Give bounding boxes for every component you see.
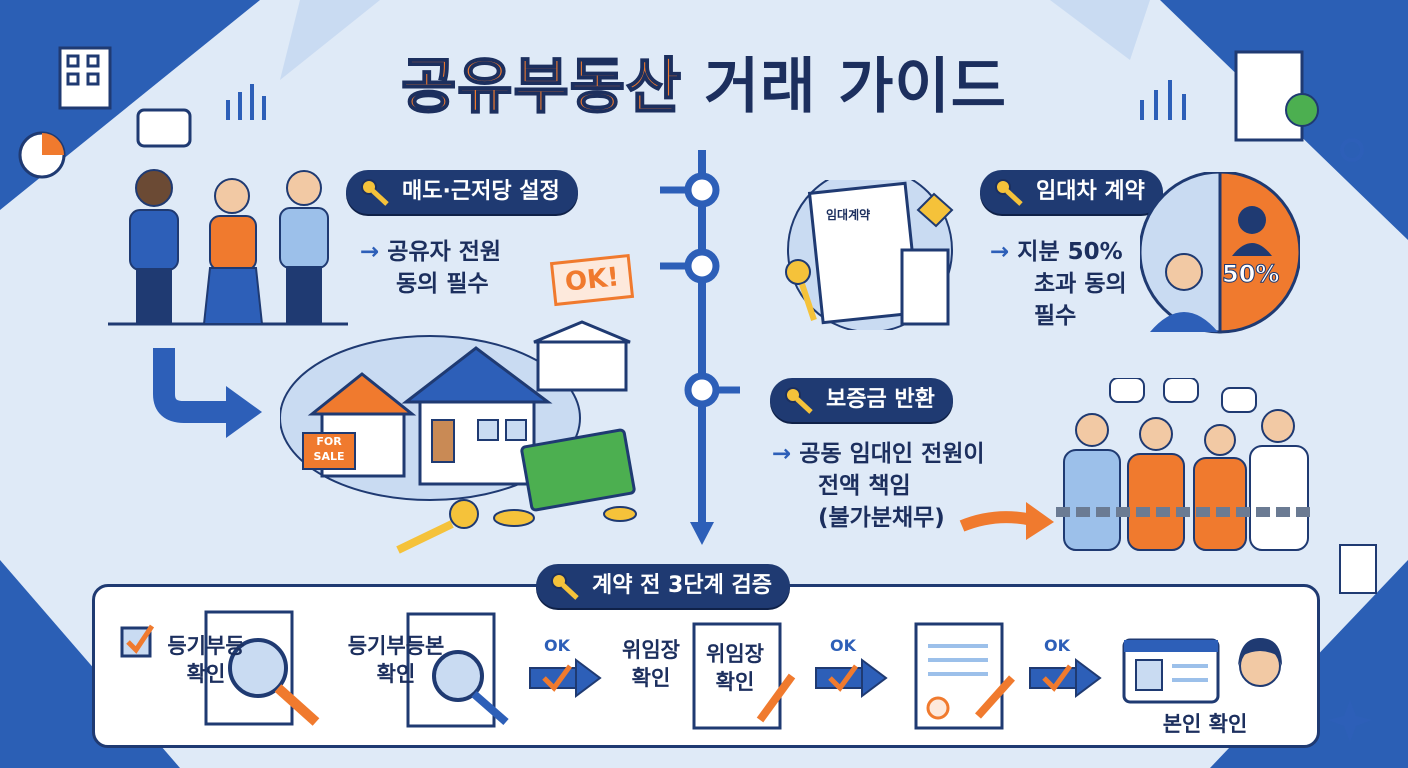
key-icon: [995, 179, 1023, 206]
lease-pill: 임대차 계약: [980, 170, 1163, 214]
sale-line2: 동의 필수: [396, 271, 489, 297]
deposit-line1: 공동 임대인 전원이: [799, 441, 985, 467]
lease-label: 임대차 계약: [1036, 179, 1145, 204]
sale-label: 매도·근저당 설정: [402, 179, 560, 204]
lease-text: → 지분 50% 초과 동의 필수: [990, 236, 1127, 332]
small-doc-icon: [1339, 544, 1377, 594]
id-verification-icon: [1122, 638, 1282, 704]
deposit-line2: 전액 책임: [818, 473, 911, 499]
arrow-right-icon: →: [360, 239, 380, 265]
document-check-icon: [1234, 50, 1319, 142]
timeline: [660, 150, 740, 545]
lease-doc-title: 임대계약: [826, 208, 871, 222]
step4-label: 위임장 확인: [700, 640, 770, 696]
step2-line2: 확인: [376, 662, 416, 686]
building-icon: [58, 46, 112, 110]
sign-line1: FOR: [316, 435, 342, 448]
chat-bubble-icon: [136, 108, 192, 148]
title-part2: 거래 가이드: [704, 52, 1007, 122]
key-icon: [361, 179, 389, 206]
ok-stamp: OK!: [549, 253, 635, 307]
step1-line2: 확인: [186, 662, 226, 686]
ok-arrow-icon: [529, 658, 602, 698]
arrow-right-icon: →: [772, 441, 792, 467]
chart-up-icon: [1140, 80, 1186, 120]
verify-pill: 계약 전 3단계 검증: [536, 564, 790, 608]
ok-label-1: OK: [544, 636, 570, 655]
ok-label-3: OK: [1044, 636, 1070, 655]
bar-chart-icon: [226, 84, 266, 120]
key-icon: [785, 387, 813, 414]
step1-line1: 등기부등: [167, 634, 245, 658]
step3-line1: 위임장: [622, 638, 680, 662]
curved-arrow-icon: [153, 348, 262, 438]
lease-line3: 필수: [1034, 303, 1077, 329]
sale-text: → 공유자 전원 동의 필수: [360, 236, 501, 300]
pie-chart-icon: [18, 131, 66, 179]
sale-line1: 공유자 전원: [387, 239, 502, 265]
step4-line2: 확인: [715, 670, 755, 694]
for-sale-sign: FOR SALE: [302, 432, 356, 470]
step1-illustration: [120, 610, 320, 726]
arrow-right-icon: →: [990, 239, 1010, 265]
lease-line2: 초과 동의: [1034, 271, 1127, 297]
deposit-line3: (불가분채무): [818, 505, 945, 531]
orange-arrow-icon: [959, 502, 1054, 540]
lease-line1: 지분 50%: [1017, 239, 1123, 265]
step4-line1: 위임장: [706, 642, 764, 666]
step2-illustration: [406, 612, 509, 728]
lease-illustration: [785, 180, 954, 330]
majority-share-graphic: [1140, 172, 1300, 334]
step5-label: 본인 확인: [1162, 712, 1248, 736]
deposit-pill: 보증금 반환: [770, 378, 953, 422]
co-landlords-illustration: [1056, 378, 1314, 551]
title-part1: 공유부동산: [400, 51, 683, 123]
step2-line1: 등기부등본: [347, 634, 445, 658]
step2-label: 등기부등본 확인: [326, 632, 466, 688]
signed-document-icon: [914, 622, 1015, 730]
ok-label-2: OK: [830, 636, 856, 655]
key-icon: [551, 573, 579, 600]
deposit-text: → 공동 임대인 전원이 전액 책임 (불가분채무): [772, 438, 985, 534]
page-title: 공유부동산 거래 가이드: [0, 38, 1408, 125]
share-percent: 50%: [1221, 260, 1280, 289]
step4-illustration: [692, 622, 796, 730]
sale-pill: 매도·근저당 설정: [346, 170, 578, 214]
ok-arrow-icon: [815, 658, 888, 698]
verify-label: 계약 전 3단계 검증: [592, 573, 772, 598]
step3-label: 위임장 확인: [606, 636, 696, 692]
deposit-label: 보증금 반환: [826, 387, 935, 412]
step1-label: 등기부등 확인: [156, 632, 256, 688]
step3-line2: 확인: [631, 666, 671, 690]
ok-arrow-icon: [1029, 658, 1102, 698]
sign-line2: SALE: [313, 450, 345, 463]
co-owners-illustration: [108, 169, 348, 326]
